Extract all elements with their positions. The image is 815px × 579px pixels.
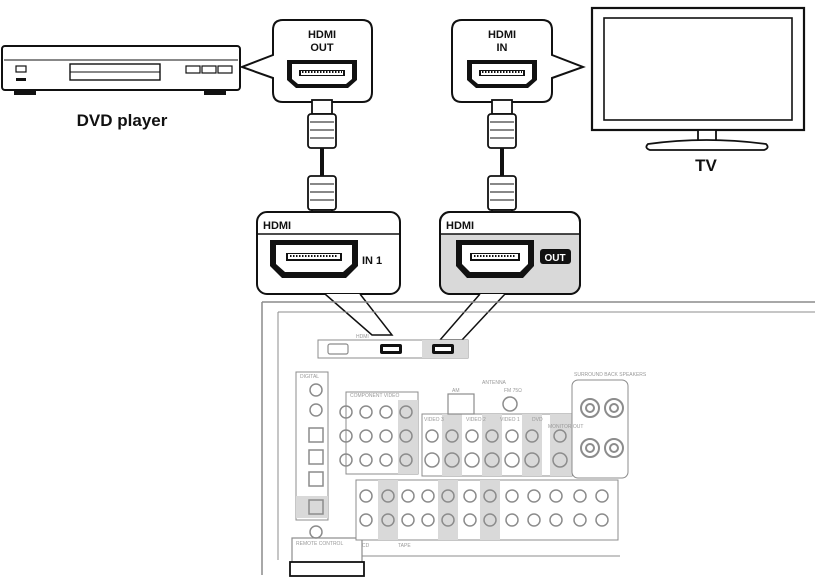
panel-hdmi-title: HDMI [356, 334, 369, 340]
receiver-out-label: OUT [544, 253, 565, 264]
panel-video3-label: VIDEO 3 [424, 417, 444, 423]
dvd-player-label: DVD player [77, 111, 168, 130]
dvd-hdmi-out-callout [239, 19, 373, 103]
tv-hdmi-in-callout [451, 19, 586, 103]
tv-port-label-line2: IN [497, 42, 508, 54]
panel-cd-label: CD [362, 543, 370, 549]
panel-digital-label: DIGITAL [300, 374, 319, 380]
panel-fm-label: FM 75Ω [504, 388, 522, 394]
tv [590, 6, 806, 151]
hdmi-cable-tv [487, 99, 517, 227]
panel-am-label: AM [452, 388, 460, 394]
panel-dvd-label: DVD [532, 417, 543, 423]
panel-video2-label: VIDEO 2 [466, 417, 486, 423]
panel-antenna-label: ANTENNA [482, 380, 507, 386]
dvd-player [1, 45, 241, 95]
receiver-rear-panel [261, 301, 815, 577]
hdmi-cable-dvd [307, 99, 337, 227]
panel-tape-label: TAPE [398, 543, 411, 549]
receiver-hdmi-out-callout [438, 211, 581, 341]
dvd-port-label-line2: OUT [310, 42, 334, 54]
dvd-port-label-line1: HDMI [308, 29, 336, 41]
panel-component-label: COMPONENT VIDEO [350, 393, 399, 399]
receiver-in-header: HDMI [263, 220, 291, 232]
panel-video1-label: VIDEO 1 [500, 417, 520, 423]
panel-remote-label: REMOTE CONTROL [296, 541, 343, 547]
receiver-hdmi-in-callout [256, 211, 401, 336]
receiver-out-header: HDMI [446, 220, 474, 232]
tv-port-label-line1: HDMI [488, 29, 516, 41]
receiver-in-label: IN 1 [362, 255, 382, 267]
tv-label: TV [695, 156, 717, 175]
panel-surround-back-label: SURROUND BACK SPEAKERS [574, 372, 647, 378]
panel-monitor-out-label: MONITOR OUT [548, 424, 583, 430]
